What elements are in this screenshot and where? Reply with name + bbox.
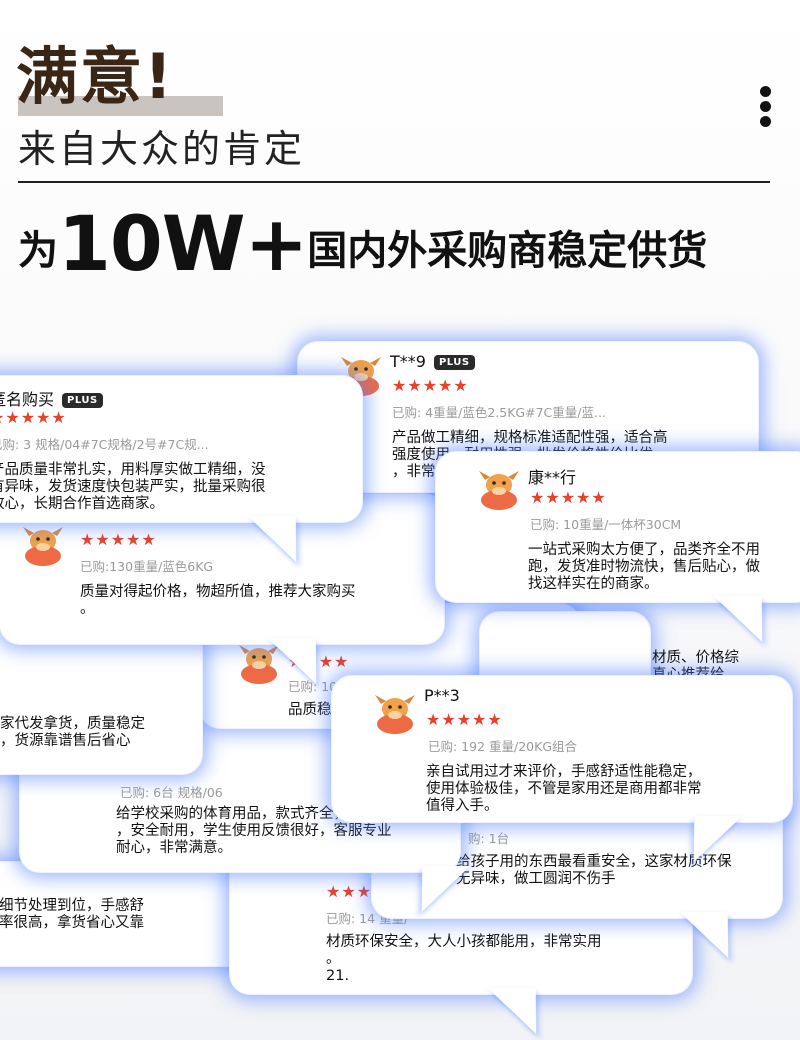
star-rating: ★★★★ <box>288 652 350 671</box>
review-text-line: 亲自试用过才来评价，手感舒适性能稳定， <box>426 764 702 780</box>
review-text-line: 家代发拿货，质量稳定 <box>0 716 145 732</box>
review-card: P**3 ★★★★★ 已购: 192 重量/20KG组合亲自试用过才来评价，手感舒适… <box>332 676 792 862</box>
review-card: 期，细节处理到位，手感舒回购率很高，拿货省心又靠。 <box>0 862 248 966</box>
review-text-line: 产品质量非常扎实，用料厚实做工精细，没 <box>0 462 266 478</box>
review-text-line: 给学校采购的体育用品，款式齐全， <box>116 806 348 822</box>
review-text-line: 给孩子用的东西最看重安全，这家材质环保 <box>456 854 732 870</box>
purchase-spec: 已购: 4重量/蓝色2.5KG#7C重量/蓝... <box>392 405 606 420</box>
review-text-line: 。 <box>80 601 95 617</box>
avatar <box>236 640 282 686</box>
review-text-line: 。 <box>0 932 144 949</box>
page-title: 满意! <box>16 40 175 113</box>
headline: 为 10W+ 国内外采购商稳定供货 <box>18 204 707 284</box>
review-text: 材质环保安全，大人小孩都能用，非常实用。21. <box>326 934 602 985</box>
star-rating: ★★★★★ <box>426 710 503 729</box>
review-text-line: 品质稳 <box>288 702 332 718</box>
review-text-line: 。 <box>326 951 341 967</box>
review-text: 期，细节处理到位，手感舒回购率很高，拿货省心又靠。 <box>0 898 144 949</box>
avatar <box>372 690 418 736</box>
review-text-line: ，货源靠谱售后省心 <box>0 733 131 749</box>
star-rating: ★★★★★ <box>80 530 157 549</box>
review-text: 产品质量非常扎实，用料厚实做工精细，没有异味，发货速度快包装严实，批量采购很放心… <box>0 462 266 513</box>
review-text: 亲自试用过才来评价，手感舒适性能稳定，使用体验极佳，不管是家用还是商用都非常值得… <box>426 764 702 815</box>
review-text-line: 值得入手。 <box>426 798 499 814</box>
review-text-line: 一站式采购太方便了，品类齐全不用 <box>528 542 760 558</box>
review-text-line: 产品做工精细，规格标准适配性强，适合高 <box>392 430 668 446</box>
review-text-line: 找这样实在的商家。 <box>528 576 659 592</box>
star-rating: ★★★★★ <box>0 408 67 427</box>
review-text-line: 无异味，做工圆润不伤手 <box>456 871 616 887</box>
review-text-line: 21. <box>326 968 350 984</box>
purchase-spec: 购: 1台 <box>468 831 510 846</box>
title-highlight <box>18 96 223 116</box>
review-text: 给孩子用的东西最看重安全，这家材质环保无异味，做工圆润不伤手 <box>456 854 732 888</box>
reviewer-name-text: 匿名购买 <box>0 390 55 409</box>
star-rating: ★★★★★ <box>530 488 607 507</box>
review-text-line: ，安全耐用，学生使用反馈很好，客服专业 <box>116 823 392 839</box>
review-text-line: 使用体验极佳，不管是家用还是商用都非常 <box>426 781 702 797</box>
review-text-line: 材质环保安全，大人小孩都能用，非常实用 <box>326 934 602 950</box>
purchase-spec: 已购: 6台 规格/06 <box>120 785 223 800</box>
review-text: 家代发拿货，质量稳定，货源靠谱售后省心 <box>0 716 145 750</box>
review-text-line: 有异味，发货速度快包装严实，批量采购很 <box>0 479 266 495</box>
review-text-line: 回购率很高，拿货省心又靠 <box>0 915 144 931</box>
reviewer-name-text: P**3 <box>424 686 460 705</box>
avatar <box>476 466 522 512</box>
star-rating: ★★★★★ <box>392 376 469 395</box>
reviewer-name: 匿名购买 PLUS <box>0 386 103 410</box>
review-text-line: ，非常 <box>392 464 436 480</box>
review-card: 匿名购买PLUS★★★★★已购: 3 规格/04#7C规格/2号#7C规...产… <box>0 376 362 562</box>
purchase-spec: 已购: 192 重量/20KG组合 <box>428 739 578 754</box>
review-text: 品质稳 <box>288 702 332 719</box>
page-subtitle: 来自大众的肯定 <box>18 127 306 171</box>
review-text: 一站式采购太方便了，品类齐全不用跑，发货准时物流快，售后贴心，做找这样实在的商家… <box>528 542 760 593</box>
headline-prefix: 为 <box>18 228 58 274</box>
plus-badge: PLUS <box>62 393 103 408</box>
review-text-line: 放心，长期合作首选商家。 <box>0 496 164 512</box>
headline-suffix: 国内外采购商稳定供货 <box>307 228 708 274</box>
review-text-line: 耐心，非常满意。 <box>116 840 232 856</box>
review-text-line: 材质、价格综 <box>652 650 739 666</box>
plus-badge: PLUS <box>433 355 475 370</box>
purchase-spec: 已购: 10重量/一体杯30CM <box>530 517 682 532</box>
headline-number: 10W+ <box>58 199 308 288</box>
review-text: 质量对得起价格，物超所值，推荐大家购买。 <box>80 584 356 618</box>
reviewer-name: 康**行 <box>528 464 576 488</box>
reviewer-name-text: 康**行 <box>528 468 577 487</box>
purchase-spec: 已购: 10 <box>288 679 338 694</box>
star-rating: ★★★ <box>326 882 373 901</box>
avatar <box>20 522 66 568</box>
purchase-spec: 已购:130重量/蓝色6KG <box>80 559 214 574</box>
review-text: 给学校采购的体育用品，款式齐全，，安全耐用，学生使用反馈很好，客服专业耐心，非常… <box>116 806 392 857</box>
review-card: 家代发拿货，质量稳定，货源靠谱售后省心 <box>0 628 202 774</box>
review-card: 康**行★★★★★ 已购: 10重量/一体杯30CM 一站式采购太方便了，品类齐全不… <box>436 452 800 642</box>
reviewer-name: P**3 <box>424 686 460 705</box>
reviewer-name: T**9 PLUS <box>390 352 475 371</box>
reviewer-name-text: T**9 <box>390 352 426 371</box>
review-text-line: 期，细节处理到位，手感舒 <box>0 898 144 914</box>
review-text-line: 跑，发货准时物流快，售后贴心，做 <box>528 559 760 575</box>
divider <box>18 181 770 183</box>
review-text-line: 质量对得起价格，物超所值，推荐大家购买 <box>80 584 356 600</box>
purchase-spec: 已购: 3 规格/04#7C规格/2号#7C规... <box>0 437 209 452</box>
more-menu-icon[interactable] <box>756 86 774 130</box>
